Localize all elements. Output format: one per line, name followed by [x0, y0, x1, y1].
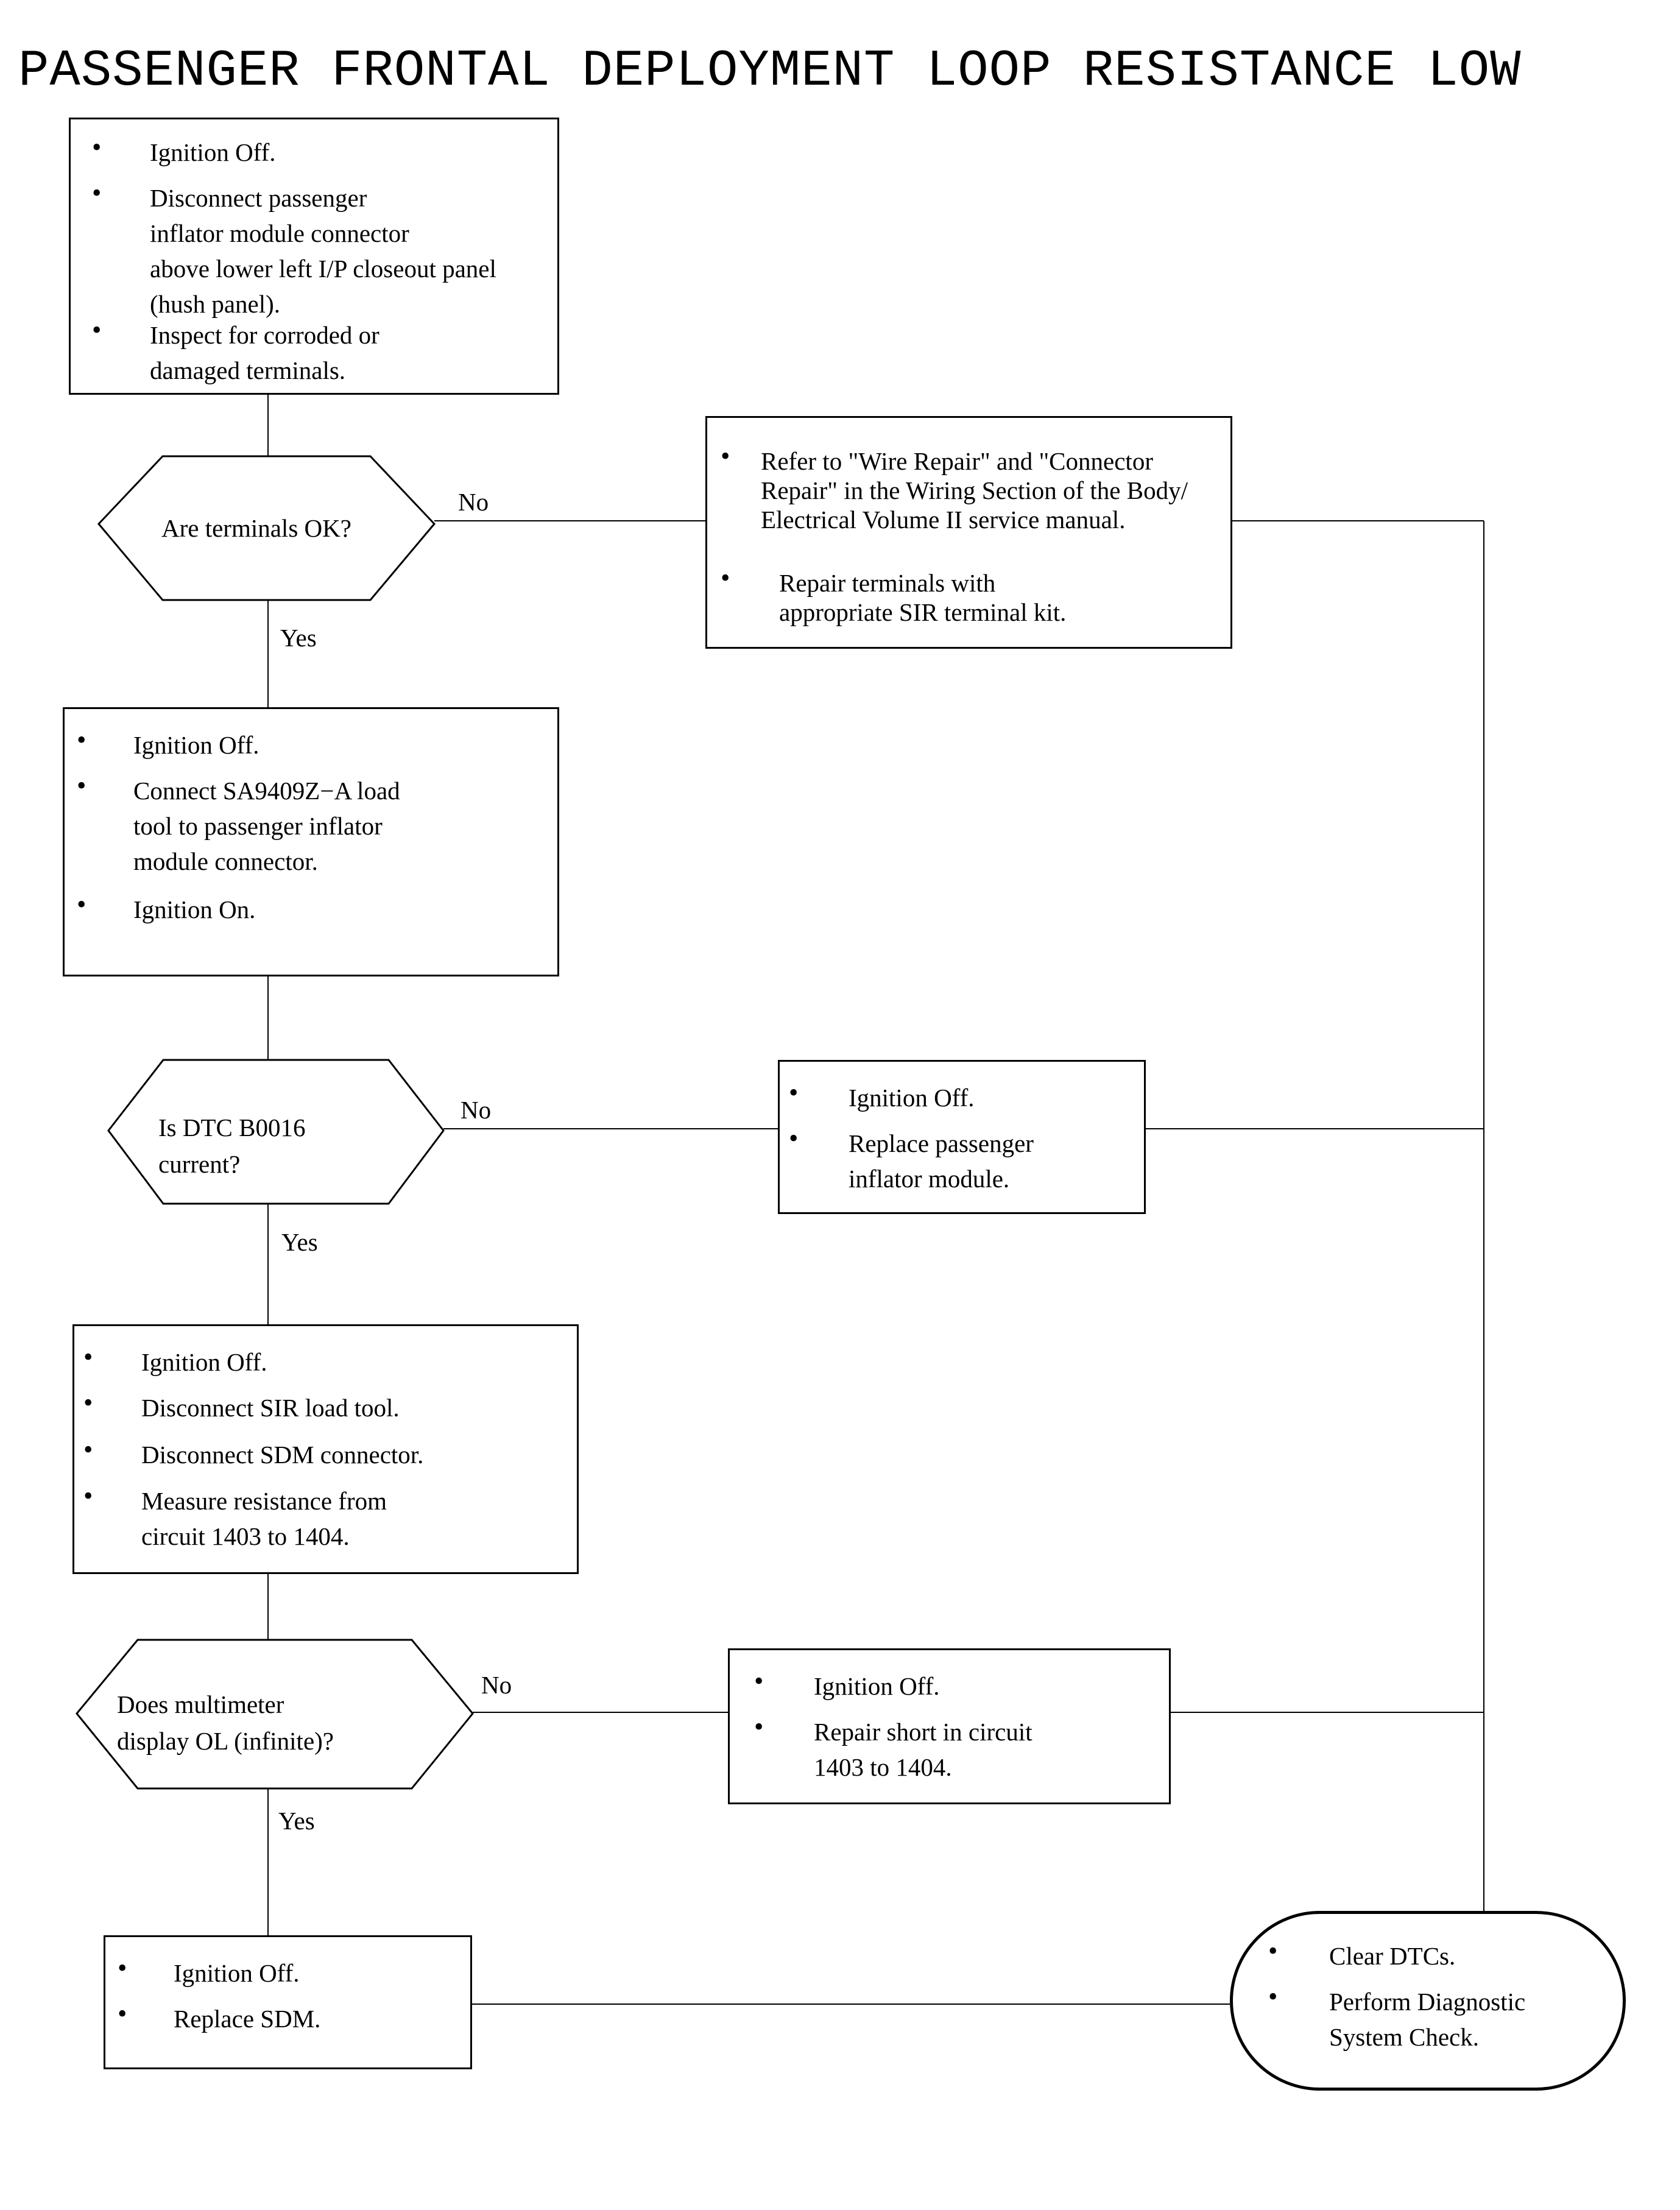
- branch-label-yes: Yes: [280, 624, 317, 652]
- bullet-marker: •: [77, 889, 86, 919]
- branch-label-yes: Yes: [278, 1807, 315, 1835]
- branch-label-no: No: [461, 1096, 492, 1124]
- branch-label-no: No: [481, 1671, 512, 1699]
- step-text-line: inflator module.: [849, 1165, 1010, 1193]
- step-text-line: Inspect for corroded or: [150, 321, 379, 349]
- step-text-line: Measure resistance from: [141, 1487, 387, 1515]
- bullet-marker: •: [1268, 1936, 1278, 1966]
- bullet-marker: •: [721, 441, 730, 471]
- branch-label-yes: Yes: [281, 1228, 318, 1256]
- step-box-replace-inflator-module: • Ignition Off. • Replace passenger inflator…: [778, 1060, 1146, 1214]
- decision-is-dtc-current-text: Is DTC B0016: [158, 1114, 306, 1142]
- decision-hexagon: [76, 1639, 474, 1790]
- decision-are-terminals-ok-text: Are terminals OK?: [161, 514, 351, 542]
- step-text-line: Replace passenger: [849, 1129, 1034, 1157]
- step-text-line: circuit 1403 to 1404.: [141, 1522, 350, 1550]
- bullet-marker: •: [83, 1435, 93, 1464]
- bullet-marker: •: [789, 1123, 799, 1153]
- step-text-line: Ignition On.: [133, 895, 256, 923]
- step-text-line: System Check.: [1329, 2023, 1479, 2051]
- step-text-line: Perform Diagnostic: [1329, 1988, 1526, 2016]
- step-box-inspect-terminals: • Ignition Off. • Disconnect passenger infla…: [69, 118, 559, 395]
- bullet-marker: •: [1268, 1982, 1278, 2011]
- step-text-line: Ignition Off.: [174, 1959, 300, 1987]
- step-text-line: Ignition Off.: [150, 138, 276, 166]
- step-text-line: Repair terminals with: [779, 569, 996, 597]
- step-text-line: Ignition Off.: [133, 731, 259, 759]
- step-text-line: Disconnect SIR load tool.: [141, 1394, 400, 1422]
- step-text-line: Disconnect SDM connector.: [141, 1441, 424, 1469]
- bullet-marker: •: [83, 1342, 93, 1372]
- bullet-marker: •: [83, 1481, 93, 1511]
- bullet-marker: •: [92, 132, 102, 162]
- bullet-marker: •: [77, 725, 86, 755]
- step-text-line: Clear DTCs.: [1329, 1942, 1456, 1970]
- step-text-line: Replace SDM.: [174, 2005, 321, 2033]
- step-text-line: above lower left I/P closeout panel: [150, 255, 496, 283]
- bullet-marker: •: [789, 1078, 799, 1107]
- step-text-line: 1403 to 1404.: [814, 1753, 952, 1781]
- step-box-repair-short: • Ignition Off. • Repair short in circuit 14…: [728, 1648, 1171, 1804]
- step-text-line: Electrical Volume II service manual.: [761, 506, 1126, 534]
- bullet-marker: •: [118, 1953, 127, 1983]
- bullet-marker: •: [118, 1999, 127, 2028]
- bullet-marker: •: [754, 1712, 764, 1742]
- bullet-marker: •: [83, 1388, 93, 1417]
- bullet-marker: •: [77, 771, 86, 800]
- decision-hexagon: [97, 455, 436, 601]
- bullet-marker: •: [754, 1666, 764, 1696]
- step-text-line: inflator module connector: [150, 219, 409, 247]
- step-text-line: Ignition Off.: [849, 1084, 975, 1112]
- bullet-marker: •: [92, 178, 102, 208]
- step-box-connect-load-tool: • Ignition Off. • Connect SA9409Z−A load too…: [63, 707, 559, 976]
- decision-multimeter-ol-text: display OL (infinite)?: [117, 1727, 334, 1755]
- decision-is-dtc-current-text: current?: [158, 1150, 241, 1178]
- step-box-measure-resistance: • Ignition Off. • Disconnect SIR load tool.…: [72, 1324, 579, 1574]
- bullet-marker: •: [721, 563, 730, 593]
- bullet-marker: •: [92, 315, 102, 345]
- decision-hexagon: [107, 1059, 445, 1205]
- step-text-line: Ignition Off.: [141, 1348, 267, 1376]
- step-text-line: Disconnect passenger: [150, 184, 367, 212]
- branch-label-no: No: [458, 488, 489, 516]
- step-text-line: tool to passenger inflator: [133, 812, 383, 840]
- step-text-line: damaged terminals.: [150, 356, 346, 384]
- decision-multimeter-ol-text: Does multimeter: [117, 1690, 284, 1718]
- step-text-line: module connector.: [133, 847, 318, 875]
- step-text-line: Repair short in circuit: [814, 1718, 1032, 1746]
- step-box-replace-sdm: • Ignition Off. • Replace SDM.: [104, 1935, 472, 2069]
- step-text-line: Connect SA9409Z−A load: [133, 777, 400, 805]
- step-text-line: Repair" in the Wiring Section of the Bod…: [761, 476, 1188, 504]
- step-text-line: Refer to "Wire Repair" and "Connector: [761, 447, 1153, 475]
- step-text-line: Ignition Off.: [814, 1672, 940, 1700]
- step-text-line: appropriate SIR terminal kit.: [779, 598, 1067, 626]
- step-text-line: (hush panel).: [150, 290, 281, 318]
- page-title: PASSENGER FRONTAL DEPLOYMENT LOOP RESIST…: [18, 43, 1522, 101]
